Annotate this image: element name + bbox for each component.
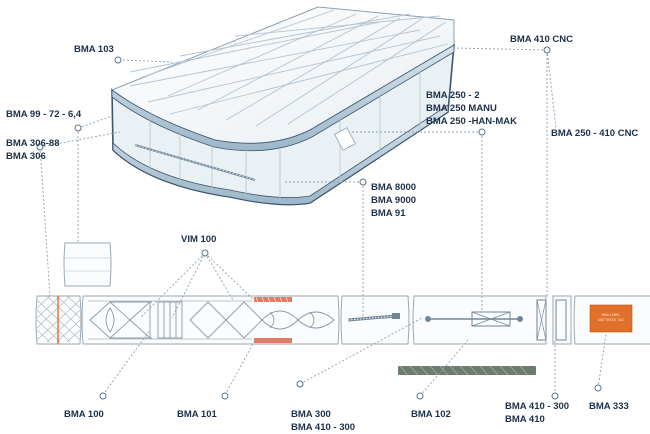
panel-handle [412,295,547,345]
label-bma-300: BMA 300 BMA 410 - 300 [291,409,356,433]
label-bma-306: BMA 306-88 BMA 306 [6,138,60,162]
label-bma-333: BMA 333 [589,401,629,412]
label-bma-250-410-cnc: BMA 250 - 410 CNC [551,128,639,139]
label-bma-101: BMA 101 [177,409,217,420]
panel-quilting [81,295,340,345]
edge-sample-block [63,242,112,287]
label-bma-100: BMA 100 [64,409,104,420]
tag-line-2: MATTRESS TAG [598,318,624,322]
mattress-illustration [110,6,455,206]
label-bma-103: BMA 103 [74,44,114,55]
zipper-detail [347,313,400,322]
label-bma-8000: BMA 8000 BMA 9000 BMA 91 [371,182,417,219]
label-tag: BMA LABEL MATTRESS TAG [589,304,633,333]
quilting-patterns [88,300,335,340]
label-bma-99: BMA 99 - 72 - 6,4 [6,109,82,120]
leader-anchors [36,46,602,400]
tape-piece [398,365,536,376]
label-vim-100: VIM 100 [181,234,217,245]
strip-panels [35,295,650,345]
label-bma-102: BMA 102 [411,409,451,420]
label-bma-250: BMA 250 - 2 BMA 250 MANU BMA 250 -HAN-MA… [426,90,517,127]
red-stitch-band [254,296,292,343]
tag-line-1: BMA LABEL [602,313,621,317]
handle-detail [425,299,567,341]
panel-zipper [340,295,410,345]
leader-lines [39,47,607,397]
label-bma-410-cnc: BMA 410 CNC [510,34,573,45]
tape-edge-pattern [36,295,81,344]
label-bma-410-300: BMA 410 - 300 BMA 410 [505,401,570,425]
